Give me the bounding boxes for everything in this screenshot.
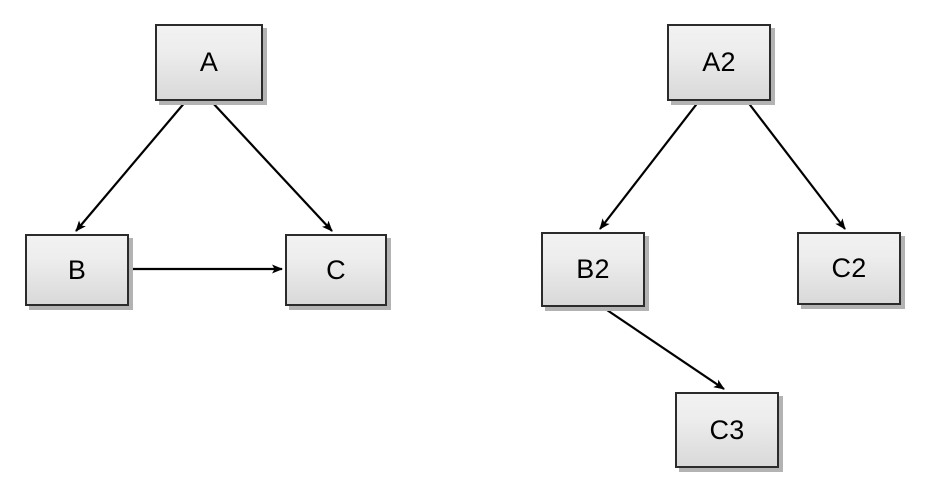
node-b[interactable]: B — [25, 234, 129, 306]
node-a-label: A — [199, 47, 219, 77]
node-c3[interactable]: C3 — [675, 392, 779, 468]
edge-a2-to-c2 — [746, 100, 846, 230]
node-c2[interactable]: C2 — [797, 232, 901, 305]
node-b-label: B — [67, 254, 87, 285]
node-a[interactable]: A — [155, 24, 263, 101]
edge-b2-to-c3 — [603, 307, 725, 390]
node-c[interactable]: C — [285, 234, 387, 306]
edge-a-to-b — [75, 100, 187, 232]
node-a2-label: A2 — [702, 47, 736, 77]
node-c-label: C — [326, 254, 346, 285]
node-b2-label: B2 — [576, 254, 610, 284]
node-a2[interactable]: A2 — [667, 24, 771, 101]
node-b2[interactable]: B2 — [541, 232, 645, 307]
node-c2-label: C2 — [831, 253, 867, 283]
edge-a2-to-b2 — [599, 100, 700, 230]
edge-a-to-c — [210, 100, 333, 232]
node-c3-label: C3 — [709, 414, 745, 445]
